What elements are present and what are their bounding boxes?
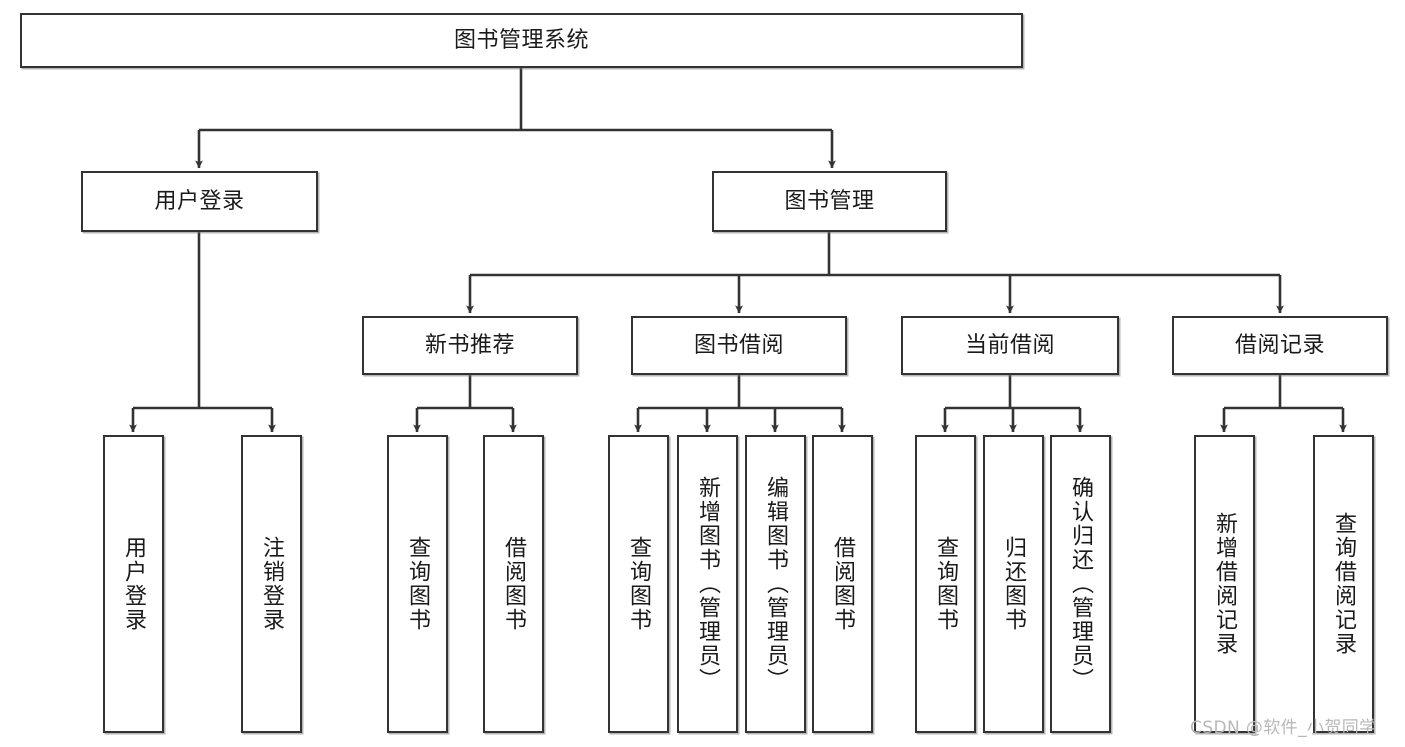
node-leaf-user-logout-label: 注销登录 bbox=[259, 536, 285, 632]
node-leaf-query-record-label: 查询借阅记录 bbox=[1331, 512, 1357, 656]
node-leaf-query-book-3-label: 查询图书 bbox=[933, 536, 959, 632]
node-root-label: 图书管理系统 bbox=[453, 27, 589, 53]
node-borrow-record[interactable]: 借阅记录 bbox=[1172, 316, 1388, 375]
node-leaf-confirm-return-label: 确认归还（管理员） bbox=[1068, 476, 1094, 692]
node-leaf-return-book-label: 归还图书 bbox=[1001, 536, 1027, 632]
node-new-book-recommend[interactable]: 新书推荐 bbox=[362, 316, 578, 375]
node-leaf-edit-book[interactable]: 编辑图书（管理员） bbox=[745, 435, 806, 733]
node-leaf-add-book[interactable]: 新增图书（管理员） bbox=[677, 435, 738, 733]
node-borrow-record-label: 借阅记录 bbox=[1234, 332, 1325, 358]
node-book-manage-label: 图书管理 bbox=[784, 188, 875, 214]
node-leaf-query-book-2[interactable]: 查询图书 bbox=[608, 435, 669, 733]
node-user-login-label: 用户登录 bbox=[154, 188, 245, 214]
node-book-borrow-label: 图书借阅 bbox=[693, 332, 784, 358]
node-book-borrow[interactable]: 图书借阅 bbox=[631, 316, 847, 375]
node-leaf-query-book-1-label: 查询图书 bbox=[405, 536, 431, 632]
node-leaf-query-book-2-label: 查询图书 bbox=[626, 536, 652, 632]
node-leaf-borrow-book-1-label: 借阅图书 bbox=[501, 536, 527, 632]
node-leaf-borrow-book-2-label: 借阅图书 bbox=[830, 536, 856, 632]
node-leaf-query-record[interactable]: 查询借阅记录 bbox=[1313, 435, 1374, 733]
node-user-login[interactable]: 用户登录 bbox=[81, 171, 318, 232]
node-leaf-add-record-label: 新增借阅记录 bbox=[1212, 512, 1238, 656]
csdn-watermark: CSDN @软件_小贺同学 bbox=[1190, 718, 1377, 738]
node-leaf-query-book-3[interactable]: 查询图书 bbox=[915, 435, 976, 733]
node-current-borrow-label: 当前借阅 bbox=[964, 332, 1055, 358]
node-book-manage[interactable]: 图书管理 bbox=[712, 171, 947, 232]
node-root[interactable]: 图书管理系统 bbox=[20, 13, 1023, 68]
node-leaf-confirm-return[interactable]: 确认归还（管理员） bbox=[1050, 435, 1111, 733]
node-leaf-borrow-book-1[interactable]: 借阅图书 bbox=[483, 435, 544, 733]
node-leaf-user-login[interactable]: 用户登录 bbox=[103, 435, 164, 733]
node-current-borrow[interactable]: 当前借阅 bbox=[901, 316, 1119, 375]
node-leaf-borrow-book-2[interactable]: 借阅图书 bbox=[812, 435, 873, 733]
node-leaf-add-book-label: 新增图书（管理员） bbox=[695, 476, 721, 692]
node-leaf-edit-book-label: 编辑图书（管理员） bbox=[763, 476, 789, 692]
node-leaf-return-book[interactable]: 归还图书 bbox=[983, 435, 1044, 733]
node-leaf-query-book-1[interactable]: 查询图书 bbox=[387, 435, 448, 733]
node-leaf-add-record[interactable]: 新增借阅记录 bbox=[1194, 435, 1255, 733]
node-leaf-user-logout[interactable]: 注销登录 bbox=[241, 435, 302, 733]
node-leaf-user-login-label: 用户登录 bbox=[121, 536, 147, 632]
node-new-book-recommend-label: 新书推荐 bbox=[424, 332, 515, 358]
